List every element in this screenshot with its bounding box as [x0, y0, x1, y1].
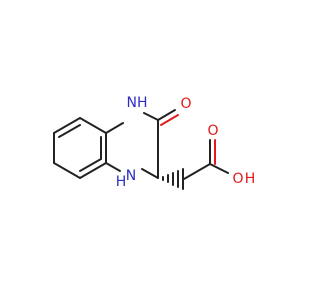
acetic-acid-side-chain	[183, 139, 229, 180]
bond-c6-n-top	[105, 122, 124, 134]
label-nh-top: NH	[127, 95, 148, 111]
bond-c6-c1	[79, 117, 107, 134]
structure-canvas: NH H N H O O O H	[53, 95, 256, 190]
bond-c3-c4	[53, 162, 81, 179]
bond-carbonyl-o-a	[157, 109, 176, 121]
bond-cooh-oh	[209, 163, 229, 174]
label-h-bottom: H	[116, 174, 127, 190]
label-n-bottom: N	[126, 168, 136, 184]
label-h-acid: H	[245, 171, 256, 187]
bond-ch2-cooh	[183, 163, 211, 180]
label-o-acid-oh: O	[232, 171, 243, 187]
molecule-drawing: NH H N H O O O H	[53, 95, 256, 190]
label-o-acid-dbl: O	[207, 123, 218, 139]
label-o-ketone: O	[180, 96, 191, 112]
bond-c1-c2	[53, 117, 81, 134]
bond-carbonyl-o-b	[160, 114, 179, 126]
double-bond-inner-2	[79, 158, 102, 172]
bond-n-bottom-c5	[105, 162, 121, 172]
bond-n-top-c-carbonyl	[143, 112, 159, 121]
double-bond-inner-1	[58, 124, 81, 138]
heterocycle-ring	[105, 109, 179, 179]
bond-c-chiral-n-bottom	[141, 168, 159, 179]
hashed-wedge-bond	[162, 168, 184, 190]
benzene-ring	[53, 117, 107, 179]
bond-c4-c5	[79, 162, 107, 179]
